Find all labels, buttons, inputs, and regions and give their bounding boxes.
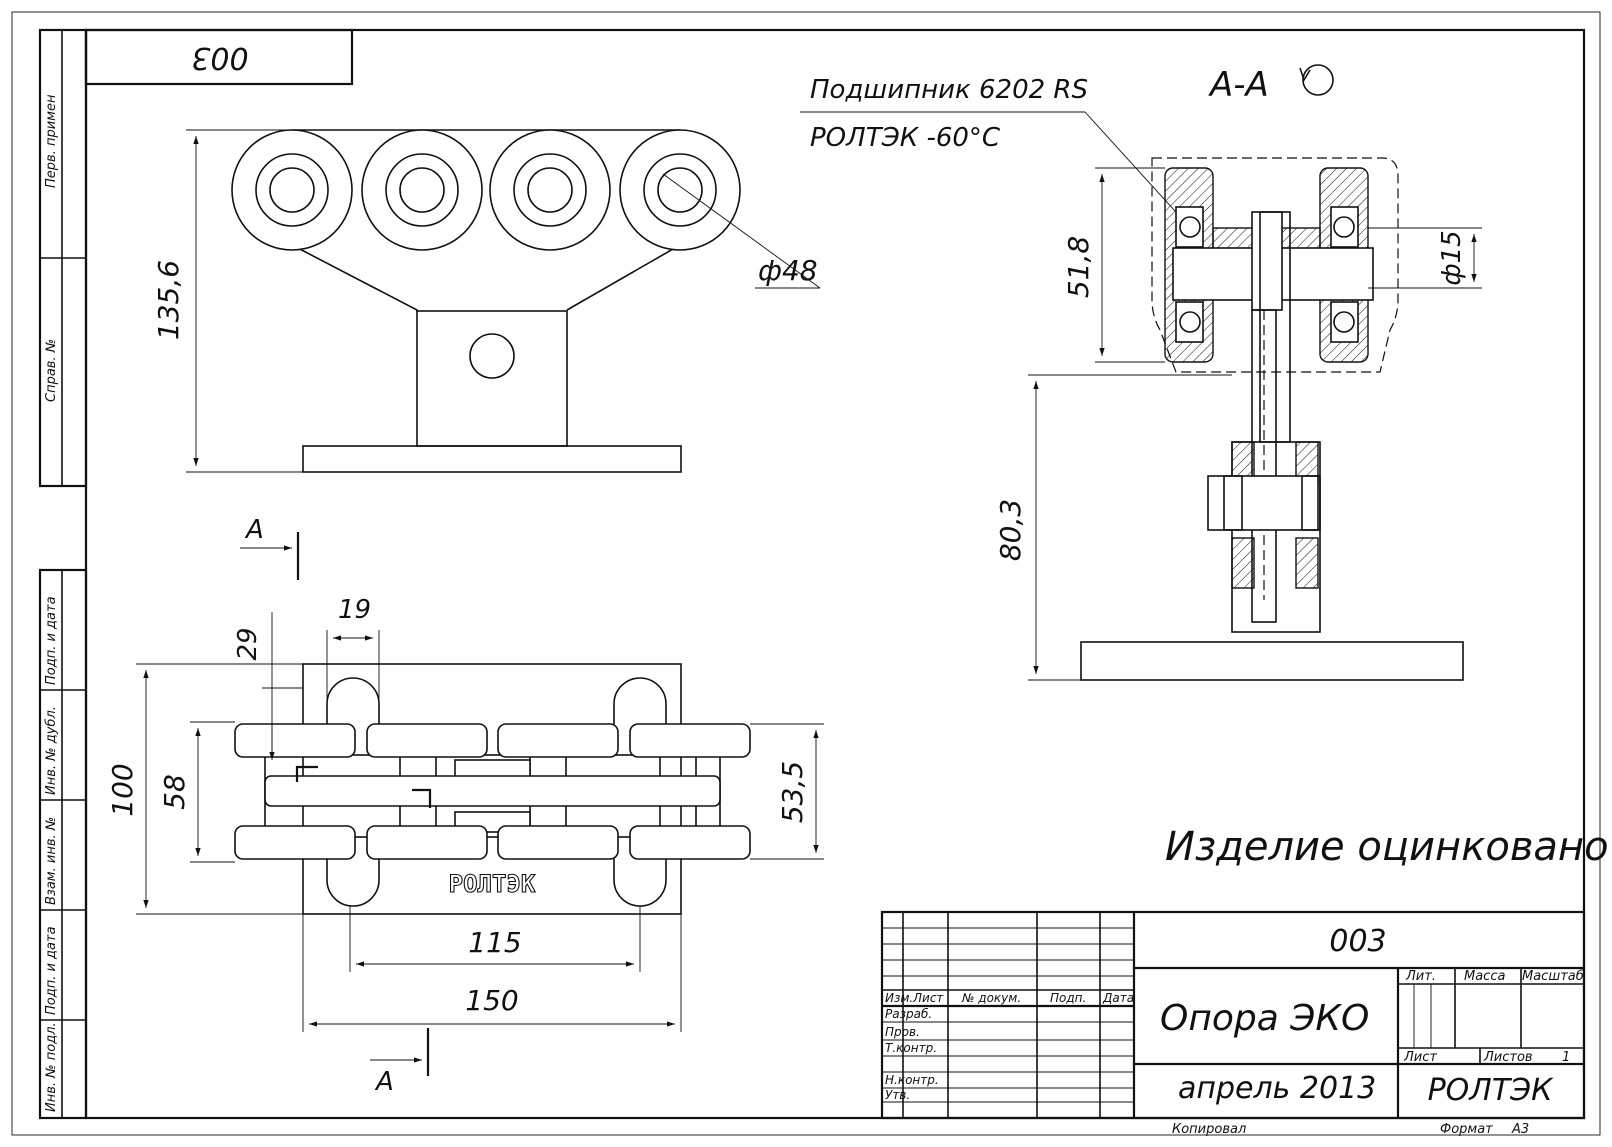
code-box (84, 28, 354, 86)
front-roller-1 (231, 129, 353, 251)
tb-kopiroval: Копировал (1172, 1122, 1246, 1137)
dim-bolt-diameter: ф48 (758, 254, 818, 287)
tb-row-prov: Пров. (885, 1025, 920, 1039)
tb-massa: Масса (1464, 969, 1505, 984)
stamp-inv-podl: Инв. № подл. (44, 1022, 59, 1112)
dim-115: 115 (468, 926, 521, 959)
tb-company: РОЛТЭК (1428, 1073, 1555, 1108)
stamp-inv-dubl: Инв. № дубл. (44, 706, 59, 795)
dim-section-height: 51,8 (1062, 236, 1095, 298)
dim-axle-diameter: ф15 (1437, 230, 1467, 285)
slot-tr (613, 677, 667, 728)
stamp-perv-primen: Перв. примен (44, 94, 59, 188)
top-roller-7 (497, 825, 619, 860)
stamp-vzam-inv: Взам. инв. № (44, 817, 59, 905)
section-title: А-А (1208, 65, 1269, 105)
top-roller-6 (366, 825, 488, 860)
front-roller-4 (619, 129, 741, 251)
tb-row-utv: Утв. (885, 1088, 910, 1102)
tb-listov: Листов (1483, 1050, 1533, 1065)
trim-border (11, 11, 1601, 1136)
stamp-sprav: Справ. № (44, 339, 59, 402)
dim-53-5: 53,5 (776, 761, 809, 823)
section-base-plate (1080, 641, 1464, 681)
front-roller-3 (489, 129, 611, 251)
front-roller-2 (361, 129, 483, 251)
top-view: РОЛТЭК (234, 663, 751, 915)
axle-clamp (1251, 211, 1283, 311)
slot-bl (326, 855, 380, 907)
dim-overall-height: 135,6 (152, 260, 185, 340)
top-roller-1 (234, 723, 356, 758)
stamp-podp-data-1: Подп. и дата (44, 596, 59, 685)
top-roller-2 (366, 723, 488, 758)
tb-list: Лист (1403, 1050, 1437, 1065)
bearing-callout-line1: Подшипник 6202 RS (810, 75, 1088, 105)
top-roller-8 (629, 825, 751, 860)
bearing-callout-line2: РОЛТЭК -60°C (810, 123, 1001, 153)
front-stem-hole (469, 333, 515, 379)
slot-br (613, 855, 667, 907)
top-axle-plate (264, 775, 721, 807)
plate-brand: РОЛТЭК (449, 870, 536, 898)
top-roller-4 (629, 723, 751, 758)
front-view (231, 129, 741, 473)
section-mark-bottom: А (374, 1067, 394, 1097)
tb-col-izm: Изм. (885, 991, 913, 1005)
tb-row-tkontr: Т.контр. (885, 1041, 937, 1055)
tb-col-podp: Подп. (1050, 991, 1086, 1005)
dim-58: 58 (158, 774, 191, 810)
dim-29: 29 (233, 627, 263, 660)
side-stamp: Перв. примен Справ. № Подп. и дата Инв. … (38, 28, 88, 1120)
stem-holder (1231, 441, 1321, 633)
tb-format-val: А3 (1511, 1122, 1529, 1137)
stem-bolt (1207, 475, 1319, 531)
tb-row-razrab: Разраб. (885, 1007, 932, 1021)
front-base-plate (302, 445, 682, 473)
tb-col-data: Дата (1102, 991, 1134, 1005)
dim-19: 19 (338, 595, 371, 625)
tb-date: апрель 2013 (1178, 1071, 1376, 1106)
tb-designation: 003 (1329, 924, 1386, 959)
galvanized-note: Изделие оцинковано (1165, 824, 1609, 870)
tb-lit: Лит. (1405, 969, 1436, 984)
dim-100: 100 (106, 763, 139, 816)
tb-name: Опора ЭКО (1160, 998, 1369, 1039)
rotation-arrow-icon (1299, 67, 1311, 82)
dim-150: 150 (465, 984, 518, 1017)
top-roller-5 (234, 825, 356, 860)
rotation-icon (1302, 64, 1334, 96)
tb-masshtab: Масштаб (1522, 969, 1584, 984)
tb-col-list: Лист (912, 991, 944, 1005)
tb-col-doc: № докум. (961, 991, 1021, 1005)
dim-stem-height: 80,3 (994, 499, 1027, 561)
tb-listov-val: 1 (1562, 1050, 1570, 1065)
code-box-text: 003 (191, 40, 248, 75)
stamp-podp-data-2: Подп. и дата (44, 926, 59, 1015)
title-block (880, 910, 1586, 1120)
top-roller-3 (497, 723, 619, 758)
tb-row-nkontr: Н.контр. (885, 1073, 939, 1087)
slot-tl (326, 677, 380, 728)
tb-format: Формат (1440, 1122, 1493, 1137)
section-view (1080, 157, 1464, 681)
section-mark-top: А (244, 515, 264, 545)
